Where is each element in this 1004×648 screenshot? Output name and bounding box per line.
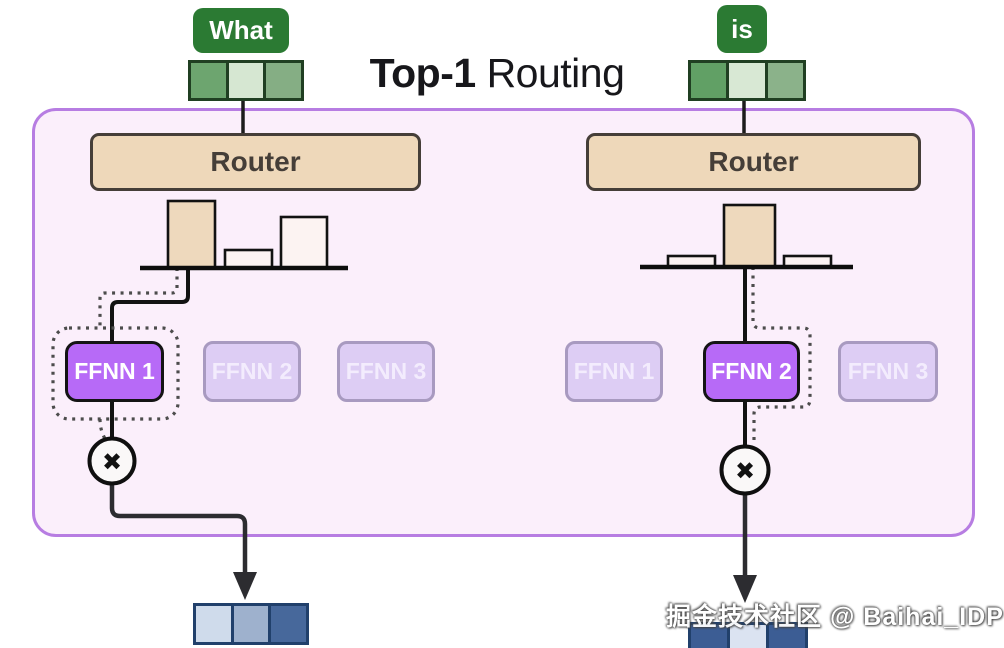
embedding-segment [230,606,269,642]
router-prob-bar [223,248,274,270]
ffnn-expert-3-left: FFNN 3 [337,341,435,402]
ffnn-label: FFNN 1 [74,358,155,384]
dashed-selection-bubble-left [51,326,180,421]
embedding-segment [196,606,231,642]
token-chip-is: is [717,5,767,53]
token-embedding-what [188,60,304,101]
title-bold-part: Top-1 [369,50,477,96]
output-embedding-what [193,603,309,645]
routing-path-left [110,268,190,441]
embedding-segment [268,606,307,642]
dashed-selection-bubble-right [751,267,812,442]
watermark: 掘金技术社区 @ Baihai_IDP [666,603,1004,631]
embedding-segment [766,625,805,648]
embedding-segment [691,63,727,98]
dashed-trace-left-exit [98,418,109,443]
router-box-right: Router [586,133,921,191]
ffnn-label: FFNN 1 [573,358,655,384]
token-embedding-is [688,60,806,101]
embedding-segment [726,63,765,98]
embedding-segment [191,63,226,98]
router-prob-bar [722,203,777,269]
ffnn-expert-1-left: FFNN 1 [65,341,164,402]
embedding-segment [727,625,766,648]
router-box-left: Router [90,133,421,191]
embedding-segment [764,63,803,98]
ffnn-expert-3-right: FFNN 3 [838,341,938,402]
embedding-segment [691,625,727,648]
page-title: Top-1 Routing [370,50,625,97]
router-prob-bar [166,199,217,270]
router-prob-chart-left [140,199,348,271]
output-embedding-is [688,622,808,648]
ffnn-expert-2-left: FFNN 2 [203,341,301,402]
token-label: What [209,15,273,45]
token-chip-what: What [193,8,289,53]
ffnn-expert-2-right: FFNN 2 [703,341,800,402]
ffnn-label: FFNN 3 [847,358,929,384]
embedding-segment [263,63,302,98]
title-regular-text: Routing [486,50,625,96]
ffnn-expert-1-right: FFNN 1 [565,341,663,402]
router-prob-chart-right [640,203,853,270]
ffnn-label: FFNN 2 [211,358,293,384]
embedding-segment [225,63,264,98]
router-label: Router [708,146,799,177]
router-prob-bar [279,215,329,270]
ffnn-label: FFNN 2 [711,358,792,384]
dashed-trace-left-entry [98,268,179,328]
router-label: Router [210,146,301,177]
ffnn-label: FFNN 3 [345,358,427,384]
token-label: is [731,13,753,44]
